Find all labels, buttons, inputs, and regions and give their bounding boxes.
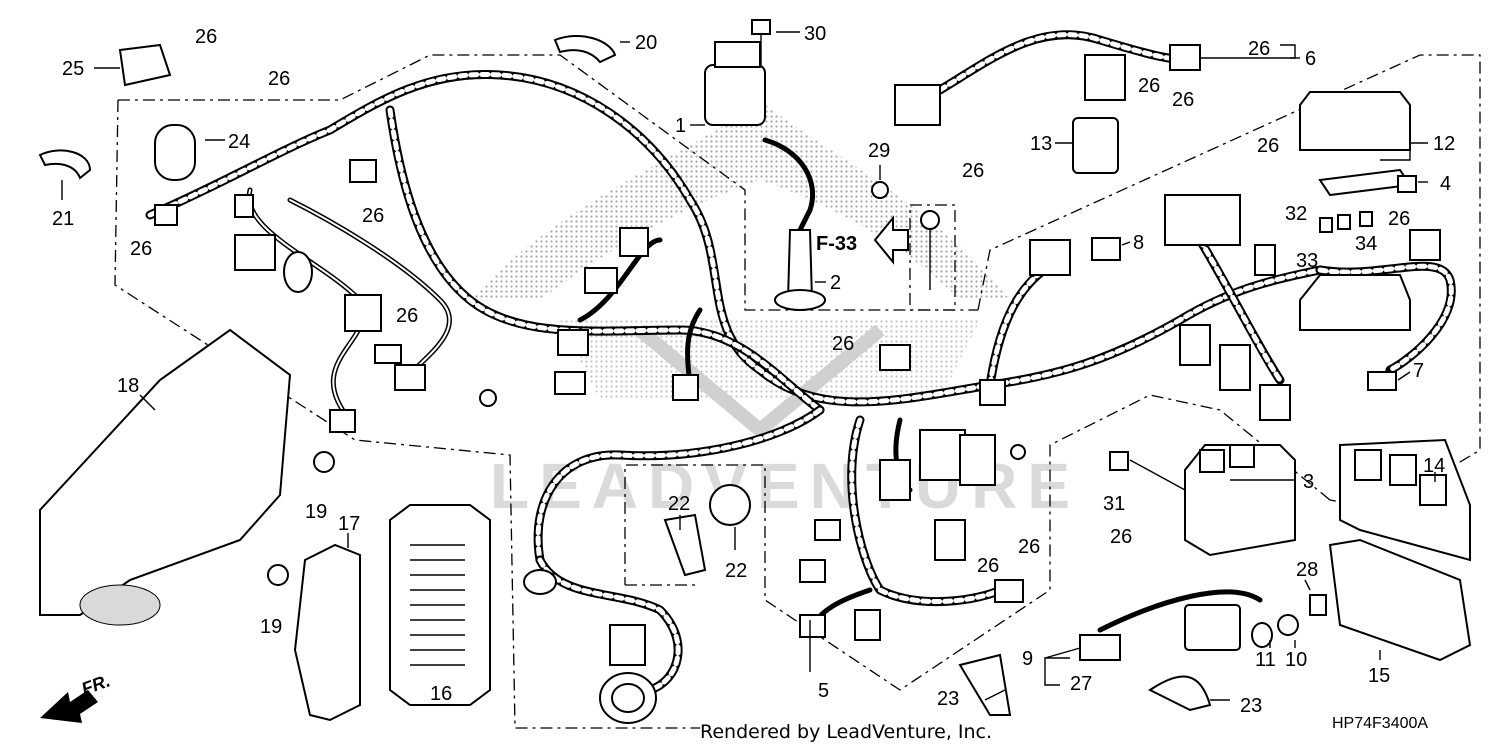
callout-5: 5 xyxy=(818,680,829,702)
callout-33: 33 xyxy=(1296,250,1318,272)
callout-16: 16 xyxy=(430,683,452,705)
rendered-by-credit: Rendered by LeadVenture, Inc. xyxy=(700,721,992,743)
callout-22: 22 xyxy=(725,560,747,582)
callout-31: 31 xyxy=(1103,493,1125,515)
callout-7: 7 xyxy=(1413,360,1424,382)
callout-labels: 1 2 3 4 5 6 7 8 9 10 11 12 13 14 15 16 1… xyxy=(52,23,1455,717)
callout-25: 25 xyxy=(62,58,84,80)
callout-21: 21 xyxy=(52,208,74,230)
callout-17: 17 xyxy=(338,513,360,535)
callout-29: 29 xyxy=(868,140,890,162)
callout-18: 18 xyxy=(117,375,139,397)
watermark-logo xyxy=(470,100,1010,440)
callout-20: 20 xyxy=(635,32,657,54)
main-wire-harness xyxy=(145,30,1456,695)
callout-26: 26 xyxy=(195,26,217,48)
callout-30: 30 xyxy=(804,23,826,45)
callout-19: 19 xyxy=(305,501,327,523)
callout-24: 24 xyxy=(228,131,250,153)
callout-26: 26 xyxy=(268,68,290,90)
callout-15: 15 xyxy=(1368,665,1390,687)
callout-26: 26 xyxy=(1257,135,1279,157)
callout-3: 3 xyxy=(1303,471,1314,493)
callout-26: 26 xyxy=(130,238,152,260)
callout-26: 26 xyxy=(1138,75,1160,97)
callout-8: 8 xyxy=(1133,232,1144,254)
callout-26: 26 xyxy=(832,333,854,355)
callout-34: 34 xyxy=(1355,233,1377,255)
callout-12: 12 xyxy=(1433,133,1455,155)
callout-26: 26 xyxy=(396,305,418,327)
callout-1: 1 xyxy=(675,115,686,137)
section-reference: F-33 xyxy=(816,233,857,255)
callout-23: 23 xyxy=(1240,695,1262,717)
callout-19: 19 xyxy=(260,616,282,638)
front-marker: FR. xyxy=(79,670,113,699)
callout-2: 2 xyxy=(830,272,841,294)
callout-26: 26 xyxy=(1248,38,1270,60)
leader-lines xyxy=(61,31,1436,701)
callout-11: 11 xyxy=(1255,649,1276,671)
callout-14: 14 xyxy=(1423,455,1445,477)
callout-26: 26 xyxy=(362,205,384,227)
callout-28: 28 xyxy=(1296,559,1318,581)
callout-26: 26 xyxy=(1110,526,1132,548)
callout-26: 26 xyxy=(962,160,984,182)
callout-9: 9 xyxy=(1022,648,1033,670)
callout-23: 23 xyxy=(937,688,959,710)
callout-27: 27 xyxy=(1070,673,1092,695)
components xyxy=(38,19,1472,723)
callout-6: 6 xyxy=(1305,48,1316,70)
callout-26: 26 xyxy=(1018,536,1040,558)
callout-4: 4 xyxy=(1440,173,1451,195)
callout-22: 22 xyxy=(668,493,690,515)
callout-26: 26 xyxy=(977,555,999,577)
callout-26: 26 xyxy=(1388,208,1410,230)
callout-10: 10 xyxy=(1285,649,1307,671)
callout-26: 26 xyxy=(1172,89,1194,111)
connectors xyxy=(154,44,1441,724)
callout-32: 32 xyxy=(1285,203,1307,225)
callout-13: 13 xyxy=(1030,133,1052,155)
diagram-code: HP74F3400A xyxy=(1332,715,1428,732)
